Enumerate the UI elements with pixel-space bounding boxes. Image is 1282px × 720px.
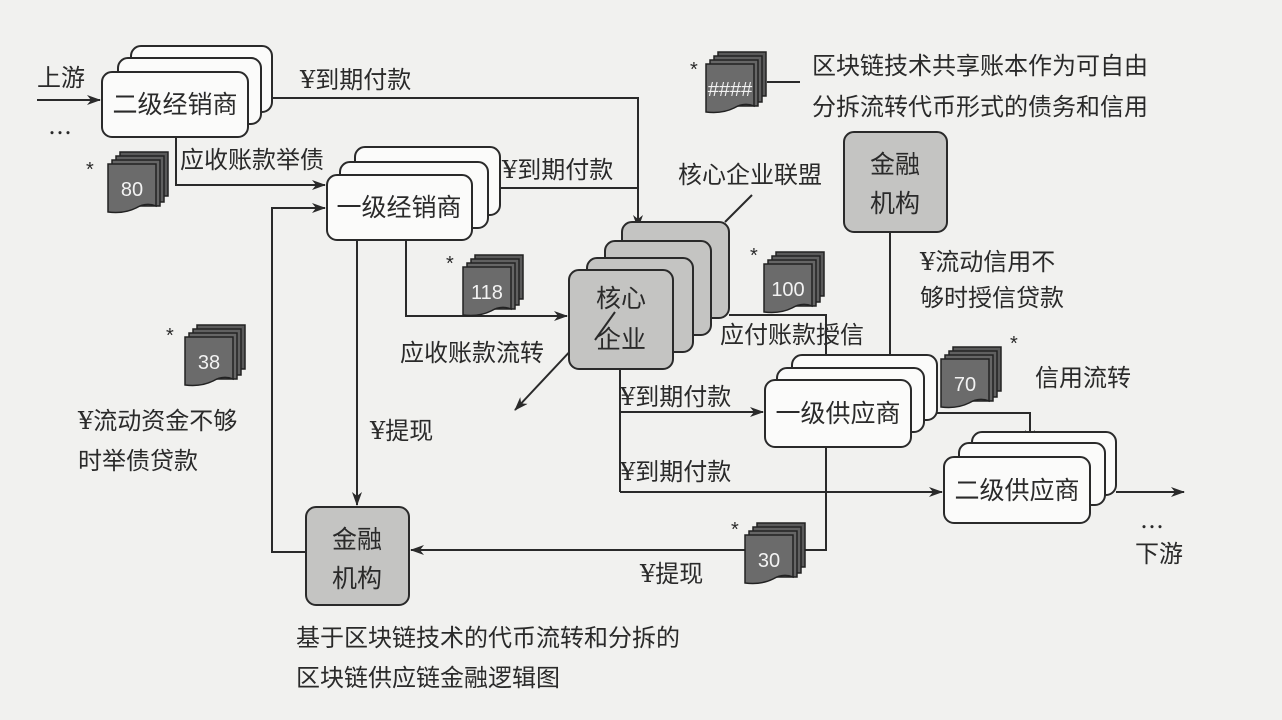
asterisk-mark: * xyxy=(86,159,94,181)
caption-line1: 基于区块链技术的代币流转和分拆的 xyxy=(296,624,680,652)
receivable-transfer-label: 应收账款流转 xyxy=(400,339,544,367)
node-secondary-distributor[interactable]: 二级经销商 xyxy=(101,45,273,138)
asterisk-mark: * xyxy=(166,325,174,347)
due-payment-3-label: ¥到期付款 xyxy=(619,383,731,411)
node-secondary-supplier[interactable]: 二级供应商 xyxy=(943,431,1117,524)
downstream-label: 下游 xyxy=(1135,540,1183,568)
token-70-icon: 70 * xyxy=(940,333,1018,409)
receivable-transfer-arrow xyxy=(405,240,568,321)
node-label-line2: 机构 xyxy=(870,189,920,218)
token-value: 118 xyxy=(471,282,503,304)
node-label: 二级经销商 xyxy=(112,90,237,119)
token-100-icon: 100 * xyxy=(750,245,825,314)
upstream-ellipsis: … xyxy=(48,112,72,140)
withdraw-1-label: ¥提现 xyxy=(369,417,433,445)
node-label-line2: 机构 xyxy=(332,564,382,593)
credit-loan-label-line2: 够时授信贷款 xyxy=(920,284,1064,312)
receivable-debt-arrow xyxy=(175,137,326,190)
token-118-icon: 118 * xyxy=(446,253,524,317)
credit-transfer-label: 信用流转 xyxy=(1035,364,1131,392)
legend-text-line2: 分拆流转代币形式的债务和信用 xyxy=(812,93,1148,121)
due-payment-4-label: ¥到期付款 xyxy=(619,458,731,486)
node-finance-institution-bottom[interactable]: 金融 机构 xyxy=(305,506,410,606)
node-label: 一级供应商 xyxy=(775,399,900,428)
node-label-line1: 核心 xyxy=(596,284,646,313)
token-legend-icon: #### * xyxy=(690,51,767,114)
node-primary-supplier[interactable]: 一级供应商 xyxy=(764,354,938,448)
node-primary-distributor[interactable]: 一级经销商 xyxy=(326,146,501,241)
liquidity-loan-label-line2: 时举债贷款 xyxy=(78,447,198,475)
token-value: 70 xyxy=(954,374,976,396)
node-label-line1: 金融 xyxy=(332,525,382,554)
asterisk-mark: * xyxy=(446,253,454,275)
receivable-debt-label: 应收账款举债 xyxy=(180,146,324,174)
due-payment-1-arrow xyxy=(272,97,643,229)
asterisk-mark: * xyxy=(750,245,758,267)
token-38-icon: 38 * xyxy=(166,324,246,387)
token-30-icon: 30 * xyxy=(731,519,806,585)
asterisk-mark: * xyxy=(1010,333,1018,355)
node-label-line1: 金融 xyxy=(870,150,920,179)
token-value: 100 xyxy=(771,279,804,301)
due-payment-2-label: ¥到期付款 xyxy=(501,156,613,184)
caption-line2: 区块链供应链金融逻辑图 xyxy=(296,664,560,692)
node-label: 一级经销商 xyxy=(336,193,461,222)
connectors xyxy=(37,81,1185,555)
node-label: 二级供应商 xyxy=(954,476,1079,505)
payable-credit-label: 应付账款授信 xyxy=(720,321,864,349)
withdraw-2-arrow xyxy=(410,447,827,555)
node-label-line2: 企业 xyxy=(596,325,646,354)
upstream-label: 上游 xyxy=(37,64,85,92)
legend-text-line1: 区块链技术共享账本作为可自由 xyxy=(812,52,1148,80)
liquidity-loan-label-line1: ¥流动资金不够 xyxy=(77,407,237,435)
token-value: #### xyxy=(708,79,753,101)
alliance-pointer xyxy=(724,194,753,223)
asterisk-mark: * xyxy=(731,519,739,541)
node-core-enterprise[interactable]: 核心 企业 xyxy=(568,221,730,370)
due-payment-1-label: ¥到期付款 xyxy=(299,66,411,94)
token-value: 30 xyxy=(758,550,780,572)
downstream-ellipsis: … xyxy=(1140,506,1164,534)
core-alliance-label: 核心企业联盟 xyxy=(678,161,822,189)
asterisk-mark: * xyxy=(690,59,698,81)
credit-loan-label-line1: ¥流动信用不 xyxy=(919,248,1055,276)
token-80-icon: 80 * xyxy=(86,151,169,214)
finance-to-distributor-arrow xyxy=(271,203,326,553)
token-value: 80 xyxy=(121,179,143,201)
node-finance-institution-top[interactable]: 金融 机构 xyxy=(843,131,948,233)
token-value: 38 xyxy=(198,352,220,374)
labels: 上游 … ¥到期付款 应收账款举债 ¥到期付款 核心企业联盟 区块链技术共享账本… xyxy=(37,52,1183,692)
withdraw-2-label: ¥提现 xyxy=(639,560,703,588)
